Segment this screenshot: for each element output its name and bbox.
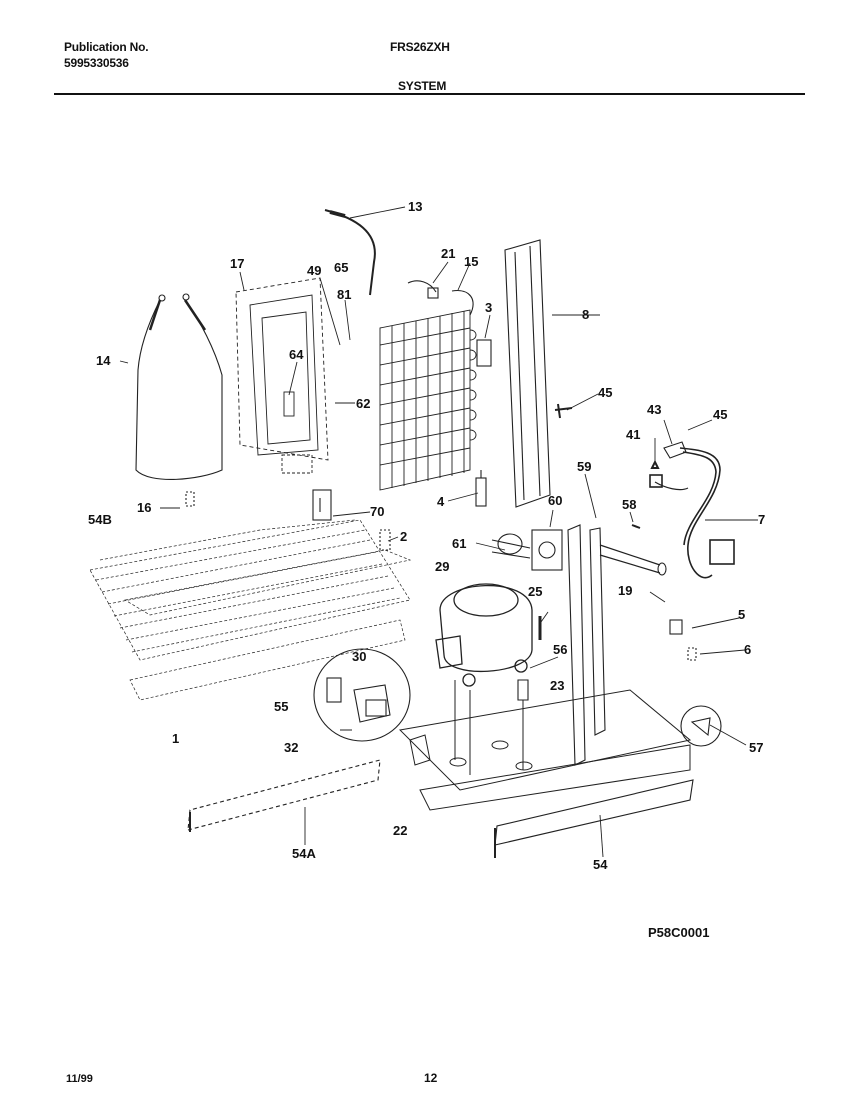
- callout-59: 59: [577, 459, 592, 474]
- condenser-coil: [379, 309, 477, 491]
- power-cord: [649, 447, 735, 579]
- callout-8: 8: [582, 307, 590, 322]
- callout-49: 49: [307, 263, 322, 278]
- header-rule: [54, 93, 805, 95]
- detail-circle: [313, 648, 411, 742]
- callout-1: 1: [172, 731, 180, 746]
- leader-lines: [119, 206, 758, 858]
- callout-61: 61: [452, 536, 467, 551]
- callout-30: 30: [352, 649, 367, 664]
- callout-5: 5: [738, 607, 746, 622]
- callout-45-right: 45: [713, 407, 728, 422]
- callout-21: 21: [441, 246, 456, 261]
- evaporator-cover: [235, 277, 329, 474]
- callout-7: 7: [758, 512, 766, 527]
- publication-label: Publication No.: [64, 40, 149, 54]
- grille: [89, 519, 412, 701]
- callout-43: 43: [647, 402, 662, 417]
- figure-code: P58C0001: [648, 925, 710, 940]
- base-pan: [398, 689, 692, 811]
- revision-date: 11/99: [66, 1073, 93, 1085]
- callout-15: 15: [464, 254, 479, 269]
- fan-assembly: [491, 529, 563, 571]
- model-number: FRS26ZXH: [390, 40, 450, 54]
- callout-65: 65: [334, 260, 349, 275]
- callout-29: 29: [435, 559, 450, 574]
- callout-4: 4: [437, 494, 445, 509]
- callout-81: 81: [337, 287, 352, 302]
- callout-2: 2: [400, 529, 408, 544]
- callout-16: 16: [137, 500, 152, 515]
- callout-23: 23: [550, 678, 565, 693]
- rail-8: [504, 239, 551, 508]
- callout-6: 6: [744, 642, 752, 657]
- callout-54b: 54B: [88, 512, 112, 527]
- callout-64: 64: [289, 347, 304, 362]
- callout-45-upper: 45: [598, 385, 613, 400]
- callout-55: 55: [274, 699, 289, 714]
- callout-25: 25: [528, 584, 543, 599]
- callout-13: 13: [408, 199, 423, 214]
- page-number: 12: [424, 1071, 438, 1085]
- callout-56: 56: [553, 642, 568, 657]
- section-title: SYSTEM: [398, 79, 447, 93]
- drain-pan: [135, 293, 223, 480]
- publication-number: 5995330536: [64, 56, 129, 70]
- callout-17: 17: [230, 256, 245, 271]
- callout-70: 70: [370, 504, 385, 519]
- callout-58: 58: [622, 497, 637, 512]
- callout-22: 22: [393, 823, 408, 838]
- callout-62: 62: [356, 396, 371, 411]
- callout-41: 41: [626, 427, 641, 442]
- callout-14: 14: [96, 353, 111, 368]
- callout-54a: 54A: [292, 846, 316, 861]
- callout-32: 32: [284, 740, 299, 755]
- callout-60: 60: [548, 493, 563, 508]
- callout-57: 57: [749, 740, 764, 755]
- callout-54: 54: [593, 857, 608, 872]
- callout-3: 3: [485, 300, 493, 315]
- callout-19: 19: [618, 583, 633, 598]
- compressor: [435, 583, 533, 687]
